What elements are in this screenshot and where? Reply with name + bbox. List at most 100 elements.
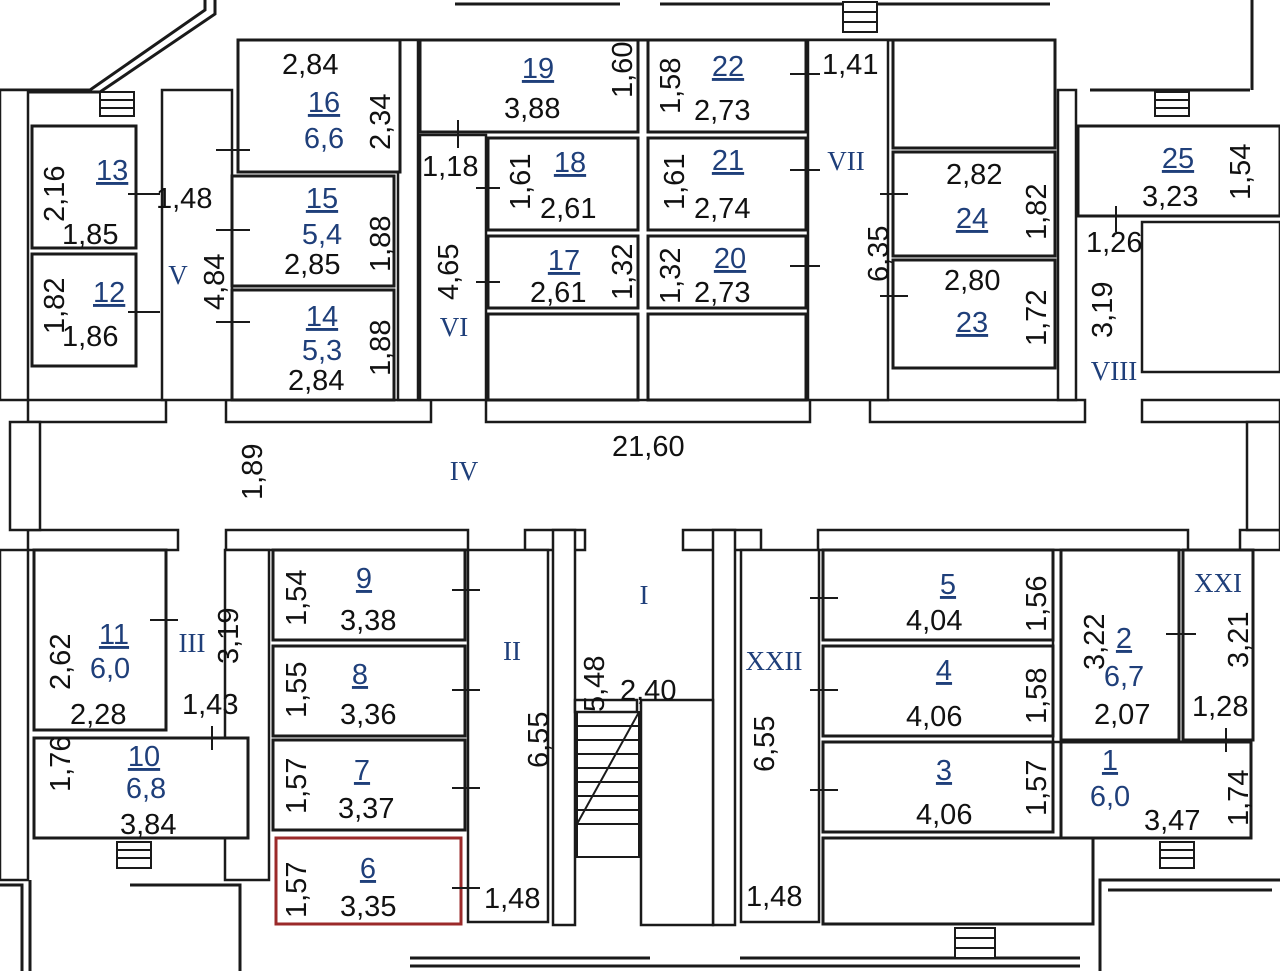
room-16[interactable] bbox=[236, 38, 402, 174]
room-number: 14 bbox=[306, 301, 338, 333]
storage-left bbox=[486, 312, 640, 402]
dimension: 1,41 bbox=[822, 49, 878, 81]
room-number: 4 bbox=[936, 655, 952, 687]
storage-right bbox=[646, 312, 808, 402]
zone-label: XXII bbox=[746, 646, 803, 676]
room-area: 6,7 bbox=[1104, 661, 1144, 693]
room-area: 5,3 bbox=[302, 335, 342, 367]
dimension: 2,16 bbox=[39, 166, 71, 222]
room-19[interactable] bbox=[418, 38, 640, 134]
zone-label: III bbox=[179, 628, 206, 658]
dimension: 1,48 bbox=[484, 883, 540, 915]
dimension: 1,43 bbox=[182, 689, 238, 721]
dimension: 3,21 bbox=[1223, 612, 1255, 668]
dimension: 2,73 bbox=[694, 277, 750, 309]
dimension: 4,06 bbox=[916, 799, 972, 831]
dimension: 1,57 bbox=[281, 862, 313, 918]
dimension: 1,86 bbox=[62, 321, 118, 353]
dimension: 3,23 bbox=[1142, 181, 1198, 213]
room-7[interactable] bbox=[271, 738, 467, 832]
room-11[interactable] bbox=[32, 548, 168, 732]
dimension: 2,40 bbox=[620, 675, 676, 707]
room-21[interactable] bbox=[646, 136, 808, 232]
dimension: 2,84 bbox=[288, 365, 344, 397]
dimension: 1,32 bbox=[655, 248, 687, 304]
room-9[interactable] bbox=[271, 548, 467, 642]
dimension: 2,34 bbox=[365, 94, 397, 150]
dimension: 4,04 bbox=[906, 605, 962, 637]
room-number: 9 bbox=[356, 563, 372, 595]
room-number: 2 bbox=[1116, 623, 1132, 655]
room-2[interactable] bbox=[1059, 548, 1181, 742]
dimension: 3,19 bbox=[1087, 282, 1119, 338]
room-area: 6,0 bbox=[1090, 781, 1130, 813]
room-24[interactable] bbox=[891, 150, 1057, 258]
room-20[interactable] bbox=[646, 234, 808, 310]
room-number: 6 bbox=[360, 853, 376, 885]
dimension: 3,36 bbox=[340, 699, 396, 731]
dimension: 6,55 bbox=[523, 712, 555, 768]
room-labels: 13 12 16 6,6 15 5,4 14 5,3 19 22 18 21 1… bbox=[90, 51, 1194, 885]
room-18[interactable] bbox=[486, 136, 640, 232]
room-1[interactable] bbox=[1059, 740, 1253, 840]
room-14[interactable] bbox=[230, 288, 396, 402]
dimension: 2,28 bbox=[70, 699, 126, 731]
zone-label: I bbox=[640, 580, 649, 610]
dimension: 1,54 bbox=[281, 570, 313, 626]
room-number: 20 bbox=[714, 243, 746, 275]
room-13[interactable] bbox=[30, 124, 138, 250]
dimension: 3,38 bbox=[340, 605, 396, 637]
dimension: 1,28 bbox=[1192, 691, 1248, 723]
dimension: 1,72 bbox=[1021, 290, 1053, 346]
room-number: 8 bbox=[352, 659, 368, 691]
dimension: 2,82 bbox=[946, 159, 1002, 191]
room-area: 6,6 bbox=[304, 123, 344, 155]
dimension: 1,60 bbox=[607, 42, 639, 98]
zone-labels: I II III IV V VI VII VIII XXI XXII bbox=[168, 146, 1242, 676]
room-6[interactable] bbox=[274, 836, 463, 926]
zone-label: XXI bbox=[1194, 568, 1242, 598]
zone-label: VIII bbox=[1091, 356, 1137, 386]
dimension: 4,06 bbox=[906, 701, 962, 733]
room-10[interactable] bbox=[32, 736, 250, 840]
room-xxi bbox=[1181, 548, 1255, 742]
dimension: 2,07 bbox=[1094, 699, 1150, 731]
dimension: 1,58 bbox=[655, 58, 687, 114]
room-3[interactable] bbox=[821, 740, 1055, 834]
room-number: 7 bbox=[354, 755, 370, 787]
dimension: 1,57 bbox=[1021, 760, 1053, 816]
dimension: 1,82 bbox=[39, 278, 71, 334]
dimension: 1,56 bbox=[1021, 576, 1053, 632]
room-number: 3 bbox=[936, 755, 952, 787]
dimension: 1,85 bbox=[62, 219, 118, 251]
dimension: 1,54 bbox=[1225, 144, 1257, 200]
dimension: 1,61 bbox=[505, 154, 537, 210]
room-number: 13 bbox=[96, 155, 128, 187]
room-upper-right bbox=[891, 38, 1057, 150]
dimension-labels: 2,84 2,34 3,88 1,60 1,58 2,73 1,41 2,16 … bbox=[39, 42, 1257, 923]
zone-label: VI bbox=[440, 312, 469, 342]
dimension: 1,76 bbox=[45, 736, 77, 792]
dimension: 3,35 bbox=[340, 891, 396, 923]
door-ticks bbox=[128, 73, 1227, 889]
dimension: 1,88 bbox=[365, 320, 397, 376]
room-17[interactable] bbox=[486, 234, 640, 310]
room-23[interactable] bbox=[891, 258, 1057, 370]
room-area: 5,4 bbox=[302, 219, 342, 251]
zone-label: IV bbox=[450, 456, 479, 486]
dimension: 1,48 bbox=[156, 183, 212, 215]
room-4[interactable] bbox=[821, 644, 1055, 738]
dimension: 2,80 bbox=[944, 265, 1000, 297]
dimension: 3,47 bbox=[1144, 805, 1200, 837]
room-5[interactable] bbox=[821, 548, 1055, 642]
room-22[interactable] bbox=[646, 38, 808, 134]
dimension: 1,88 bbox=[365, 216, 397, 272]
room-12[interactable] bbox=[30, 252, 138, 368]
room-number: 22 bbox=[712, 51, 744, 83]
room-number: 25 bbox=[1162, 143, 1194, 175]
room-25[interactable] bbox=[1076, 124, 1280, 218]
room-number: 18 bbox=[554, 147, 586, 179]
rooms bbox=[30, 38, 1280, 926]
room-8[interactable] bbox=[271, 644, 467, 738]
room-number: 17 bbox=[548, 245, 580, 277]
